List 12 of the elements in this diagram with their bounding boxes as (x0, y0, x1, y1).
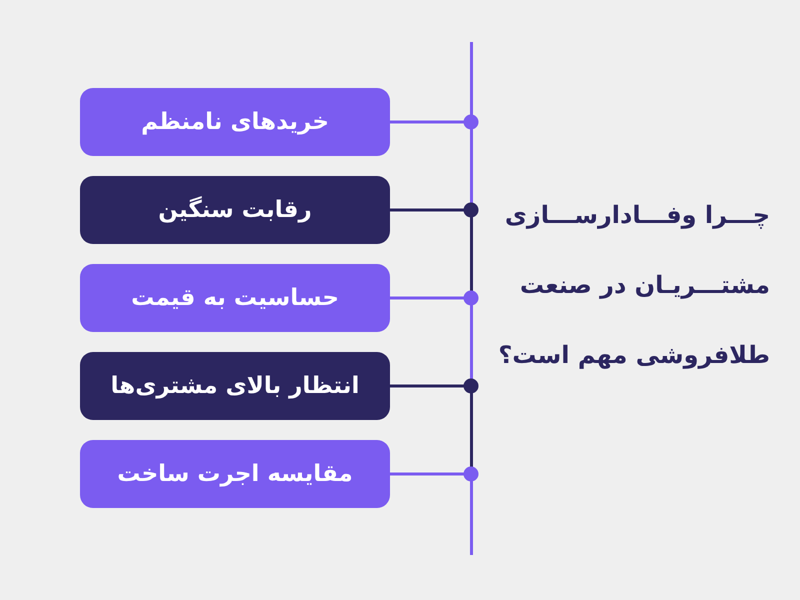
item-box: حساسیت به قیمت (80, 264, 390, 332)
connector-line (390, 202, 478, 218)
item-box: انتظار بالای مشتری‌ها (80, 352, 390, 420)
item-box: مقایسه اجرت ساخت (80, 440, 390, 508)
connector-line (390, 466, 478, 482)
item-box: رقابت سنگین (80, 176, 390, 244)
connector-line (390, 378, 478, 394)
connector-line (390, 290, 478, 306)
title: چـــرا وفـــادارســـازی مشتـــریـان در صنعت طلافروشی مهم است؟ (497, 200, 770, 371)
timeline-line (470, 42, 472, 555)
item-box: خریدهای نامنظم (80, 88, 390, 156)
connector-line (390, 114, 478, 130)
